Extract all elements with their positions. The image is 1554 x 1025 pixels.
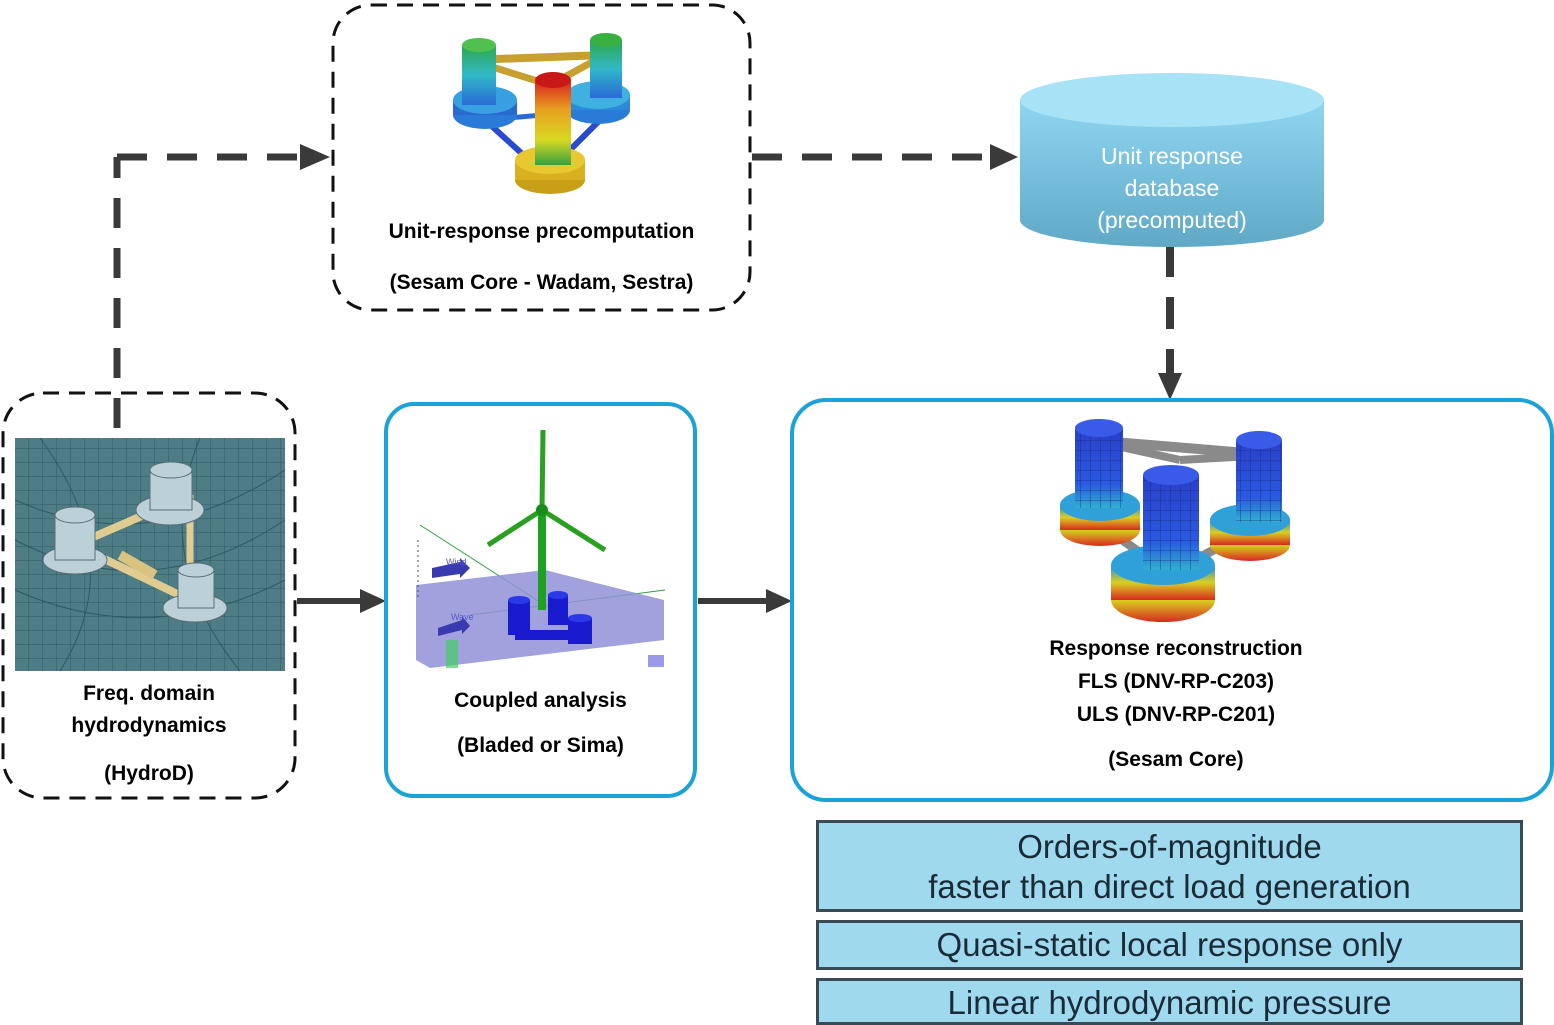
precompute-box (331, 3, 752, 312)
note-speed: Orders-of-magnitude faster than direct l… (816, 820, 1523, 912)
hydro-title: Freq. domain hydrodynamics (3, 678, 295, 742)
precompute-title: Unit-response precomputation (388, 220, 695, 243)
note-speed-line1: Orders-of-magnitude (1017, 828, 1322, 865)
coupled-tool: (Bladed or Sima) (457, 734, 624, 757)
coupled-wind-label: Wind (446, 557, 467, 567)
database-label-line2: database (1124, 175, 1220, 201)
hydro-title-line2: hydrodynamics (71, 714, 227, 737)
hydro-mesh-image (14, 437, 286, 672)
reconstruction-fls: FLS (DNV-RP-C203) (1077, 670, 1275, 693)
connector-database-to-reconstruction (1158, 245, 1182, 400)
database-cylinder (1020, 73, 1324, 247)
reconstruction-box (790, 398, 1554, 802)
note-speed-line2: faster than direct load generation (928, 868, 1411, 905)
reconstruction-uls: ULS (DNV-RP-C201) (1076, 703, 1276, 726)
note-linear-pressure: Linear hydrodynamic pressure (816, 978, 1523, 1025)
connector-precompute-to-database (752, 144, 1018, 170)
reconstruction-title-line: Response reconstruction (1049, 637, 1303, 660)
database-label: Unit response database (precomputed) (1020, 140, 1324, 236)
reconstruction-model-image (1060, 419, 1290, 622)
coupled-model-image: Wind Wave (416, 429, 666, 668)
hydro-box (1, 391, 297, 800)
database-label-line1: Unit response (1101, 143, 1243, 169)
coupled-wave-label: Wave (451, 612, 474, 622)
note-quasi-static: Quasi-static local response only (816, 920, 1523, 970)
hydro-title-line1: Freq. domain (83, 682, 215, 705)
reconstruction-title: Response reconstruction FLS (DNV-RP-C203… (976, 632, 1376, 731)
coupled-title: Coupled analysis (454, 689, 627, 712)
reconstruction-tool: (Sesam Core) (1108, 748, 1244, 771)
coupled-box (384, 402, 697, 798)
hydro-tool: (HydroD) (104, 762, 194, 785)
precompute-model-image (453, 33, 630, 194)
connector-hydro-to-precompute (113, 144, 330, 478)
connector-coupled-to-reconstruction (698, 589, 792, 613)
connector-hydro-to-coupled (297, 589, 386, 613)
database-label-line3: (precomputed) (1097, 207, 1247, 233)
precompute-tool: (Sesam Core - Wadam, Sestra) (389, 271, 694, 294)
